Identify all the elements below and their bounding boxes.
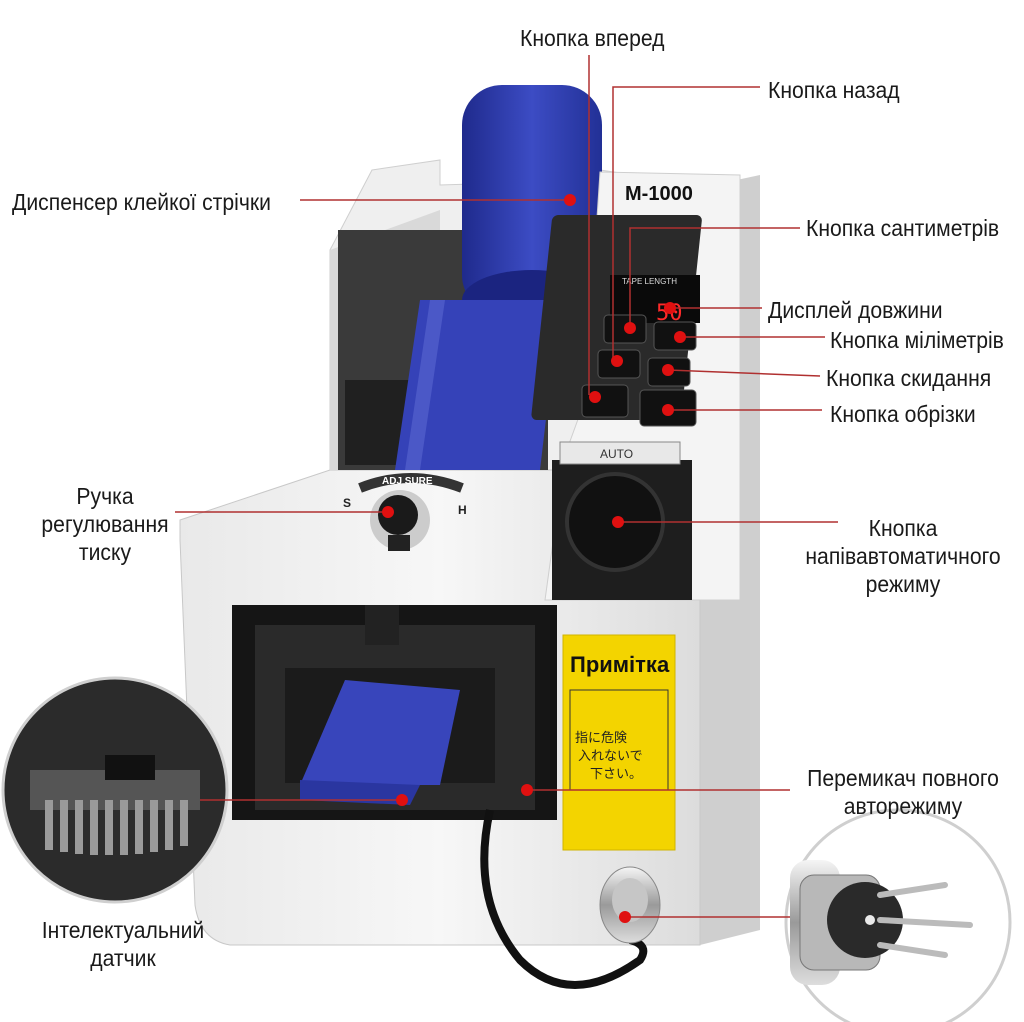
display-caption: TAPE LENGTH bbox=[622, 277, 677, 286]
note-japanese-line-1: 指に危険 bbox=[575, 731, 627, 746]
label-semi-auto-button: Кнопка напівавтоматичного режиму bbox=[797, 514, 1009, 598]
marker-dispenser bbox=[564, 194, 576, 206]
control-panel bbox=[531, 171, 741, 601]
knob-scale-label: ADJ SURE bbox=[382, 476, 433, 487]
label-pressure-knob: Ручка регулювання тиску bbox=[27, 482, 183, 566]
marker-back bbox=[611, 355, 623, 367]
note-japanese-line-2: 入れないで bbox=[578, 749, 643, 764]
label-smart-sensor-line-1: Інтелектуальний bbox=[41, 917, 205, 943]
mode-label: AUTO bbox=[600, 447, 633, 461]
sensor-inset bbox=[1, 676, 229, 904]
model-badge: M-1000 bbox=[625, 183, 693, 205]
cutter-opening bbox=[232, 605, 557, 820]
marker-cut bbox=[662, 404, 674, 416]
connector-inset bbox=[784, 808, 1012, 1022]
marker-sensor bbox=[396, 794, 408, 806]
pressure-knob-graphic bbox=[358, 473, 464, 551]
marker-cm bbox=[624, 322, 636, 334]
label-pressure-knob-line-3: тиску bbox=[78, 539, 132, 565]
label-cm-button: Кнопка сантиметрів bbox=[806, 215, 1000, 241]
leader-back bbox=[612, 86, 760, 360]
label-back-button: Кнопка назад bbox=[768, 77, 900, 103]
note-japanese-line-3: 下さい。 bbox=[590, 767, 642, 782]
label-full-auto-line-2: авторежиму bbox=[843, 793, 963, 819]
label-cut-button: Кнопка обрізки bbox=[830, 401, 976, 427]
marker-display bbox=[664, 302, 676, 314]
label-reset-button: Кнопка скидання bbox=[826, 365, 992, 391]
label-full-auto-switch: Перемикач повного авторежиму bbox=[799, 764, 1007, 820]
cable-and-connector bbox=[480, 809, 661, 989]
knob-s-mark: S bbox=[343, 496, 351, 510]
label-smart-sensor: Інтелектуальний датчик bbox=[36, 916, 211, 972]
label-pressure-knob-line-1: Ручка bbox=[76, 483, 134, 509]
marker-reset bbox=[662, 364, 674, 376]
label-length-display: Дисплей довжини bbox=[768, 297, 943, 323]
marker-knob bbox=[382, 506, 394, 518]
markers bbox=[382, 194, 686, 923]
label-semi-auto-line-3: режиму bbox=[865, 571, 941, 597]
label-semi-auto-line-2: напівавтоматичного bbox=[805, 543, 1001, 569]
label-pressure-knob-line-2: регулювання bbox=[41, 511, 169, 537]
marker-connector bbox=[619, 911, 631, 923]
label-full-auto-line-1: Перемикач повного bbox=[807, 765, 999, 791]
marker-auto-switch bbox=[521, 784, 533, 796]
marker-forward bbox=[589, 391, 601, 403]
label-mm-button: Кнопка міліметрів bbox=[830, 327, 1004, 353]
leader-reset bbox=[667, 369, 821, 377]
label-smart-sensor-line-2: датчик bbox=[90, 945, 156, 971]
marker-semi-auto bbox=[612, 516, 624, 528]
label-tape-dispenser: Диспенсер клейкої стрічки bbox=[12, 189, 271, 215]
note-sticker bbox=[562, 634, 676, 851]
leader-lines bbox=[175, 55, 838, 918]
label-forward-button: Кнопка вперед bbox=[520, 25, 665, 51]
label-semi-auto-line-1: Кнопка bbox=[868, 515, 938, 541]
leader-cm bbox=[629, 227, 800, 325]
note-title: Примітка bbox=[570, 652, 670, 677]
marker-mm bbox=[674, 331, 686, 343]
knob-h-mark: H bbox=[458, 503, 467, 517]
